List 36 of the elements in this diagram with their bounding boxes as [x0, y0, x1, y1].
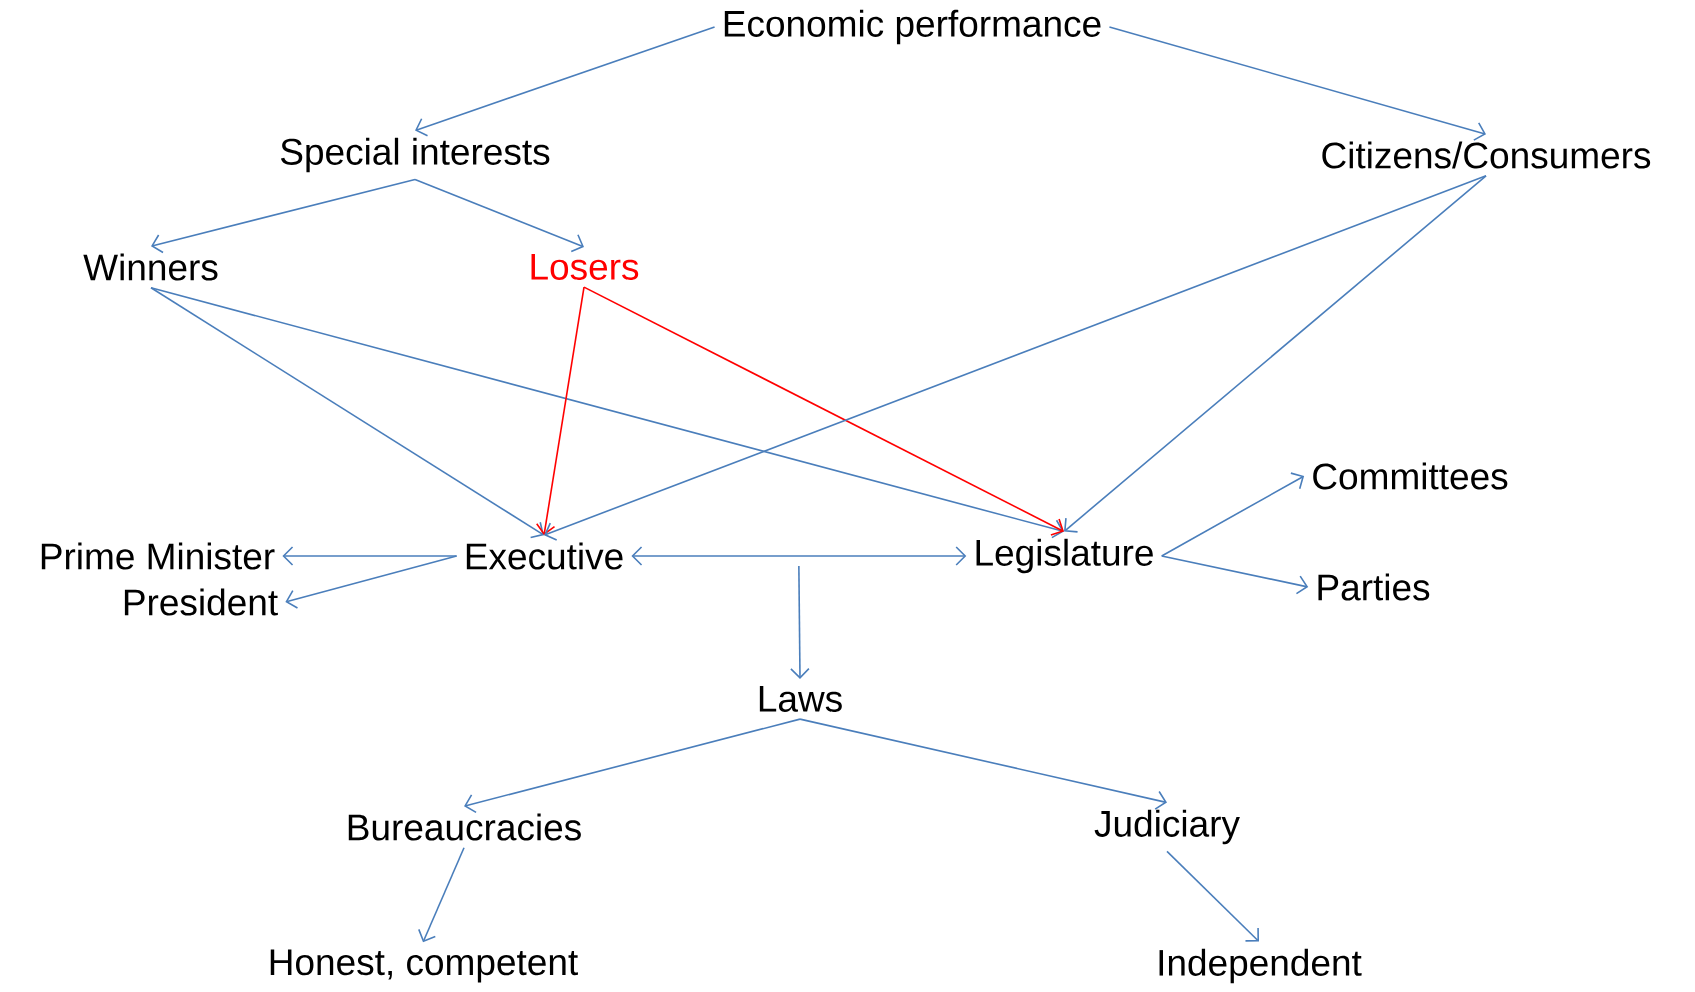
- arrow: [150, 286, 544, 539]
- concept-label: Executive: [466, 542, 623, 570]
- concept-label: Winners: [83, 253, 218, 281]
- arrow: [544, 175, 1487, 541]
- arrow: [535, 286, 585, 536]
- arrow: [415, 26, 716, 137]
- arrow: [285, 555, 458, 609]
- concept-label: Special interests: [280, 137, 550, 173]
- concept-label: Citizens/Consumers: [1322, 141, 1651, 169]
- concept-label: Prime Minister: [41, 542, 275, 570]
- arrow: [583, 286, 1064, 536]
- arrow: [414, 178, 584, 253]
- concept-label: Parties: [1318, 573, 1430, 601]
- concept-label: Committees: [1313, 462, 1508, 490]
- arrow: [1064, 175, 1487, 533]
- arrow: [464, 718, 801, 814]
- concept-label: President: [124, 588, 278, 616]
- concept-label: Independent: [1159, 948, 1362, 984]
- arrow: [631, 546, 967, 566]
- arrow: [790, 565, 810, 679]
- concept-label: Laws: [759, 686, 842, 712]
- concept-label: Honest, competent: [270, 949, 578, 983]
- arrow: [799, 718, 1167, 810]
- concept-label: Judiciary: [1094, 809, 1240, 845]
- arrow: [282, 546, 458, 566]
- arrow: [1166, 850, 1259, 942]
- arrow: [151, 178, 416, 254]
- arrow: [418, 847, 465, 943]
- concept-label: Economic performance: [724, 9, 1101, 45]
- arrow: [1160, 555, 1309, 595]
- arrow: [1160, 472, 1305, 557]
- concept-label: Losers: [531, 254, 639, 280]
- arrow: [1108, 26, 1486, 141]
- concept-label: Legislature: [976, 538, 1153, 574]
- arrow: [150, 286, 1064, 539]
- concept-label: Bureaucracies: [348, 813, 581, 841]
